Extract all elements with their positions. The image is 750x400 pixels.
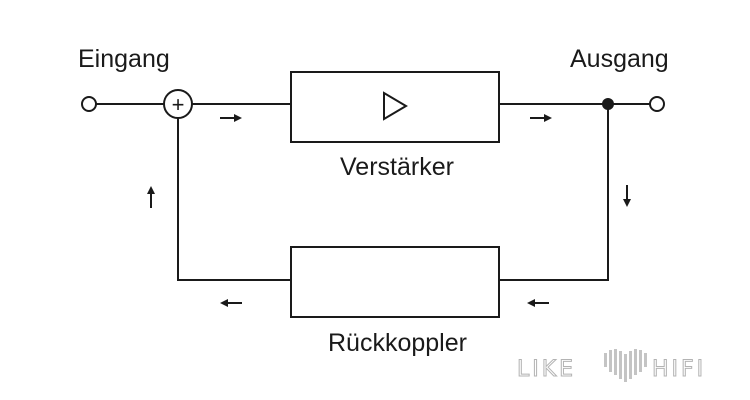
logo-text-right: HIFI	[652, 357, 706, 382]
logo-text-left: LIKE	[517, 357, 576, 382]
feedback-block	[290, 246, 500, 318]
arrow-down-icon	[623, 185, 631, 207]
amplifier-triangle-icon	[383, 91, 408, 121]
arrow-right-icon	[530, 114, 552, 122]
input-terminal	[81, 96, 97, 112]
arrow-up-icon	[147, 186, 155, 208]
arrow-right-icon	[220, 114, 242, 122]
summing-junction: +	[163, 89, 193, 119]
feedback-label: Rückkoppler	[328, 329, 467, 357]
arrow-left-icon	[220, 299, 242, 307]
arrow-left-icon	[527, 299, 549, 307]
feedback-path-right-wire	[499, 104, 609, 281]
input-label: Eingang	[78, 45, 170, 73]
amplifier-label: Verstärker	[340, 153, 454, 181]
heart-equalizer-icon	[604, 349, 647, 382]
likehifi-logo: LIKE HIFI	[517, 349, 706, 383]
junction-dot	[602, 98, 614, 110]
feedback-path-left-wire	[177, 118, 291, 281]
plus-sign: +	[172, 92, 185, 117]
amplifier-block	[290, 71, 500, 143]
output-label: Ausgang	[570, 45, 669, 73]
output-terminal	[649, 96, 665, 112]
